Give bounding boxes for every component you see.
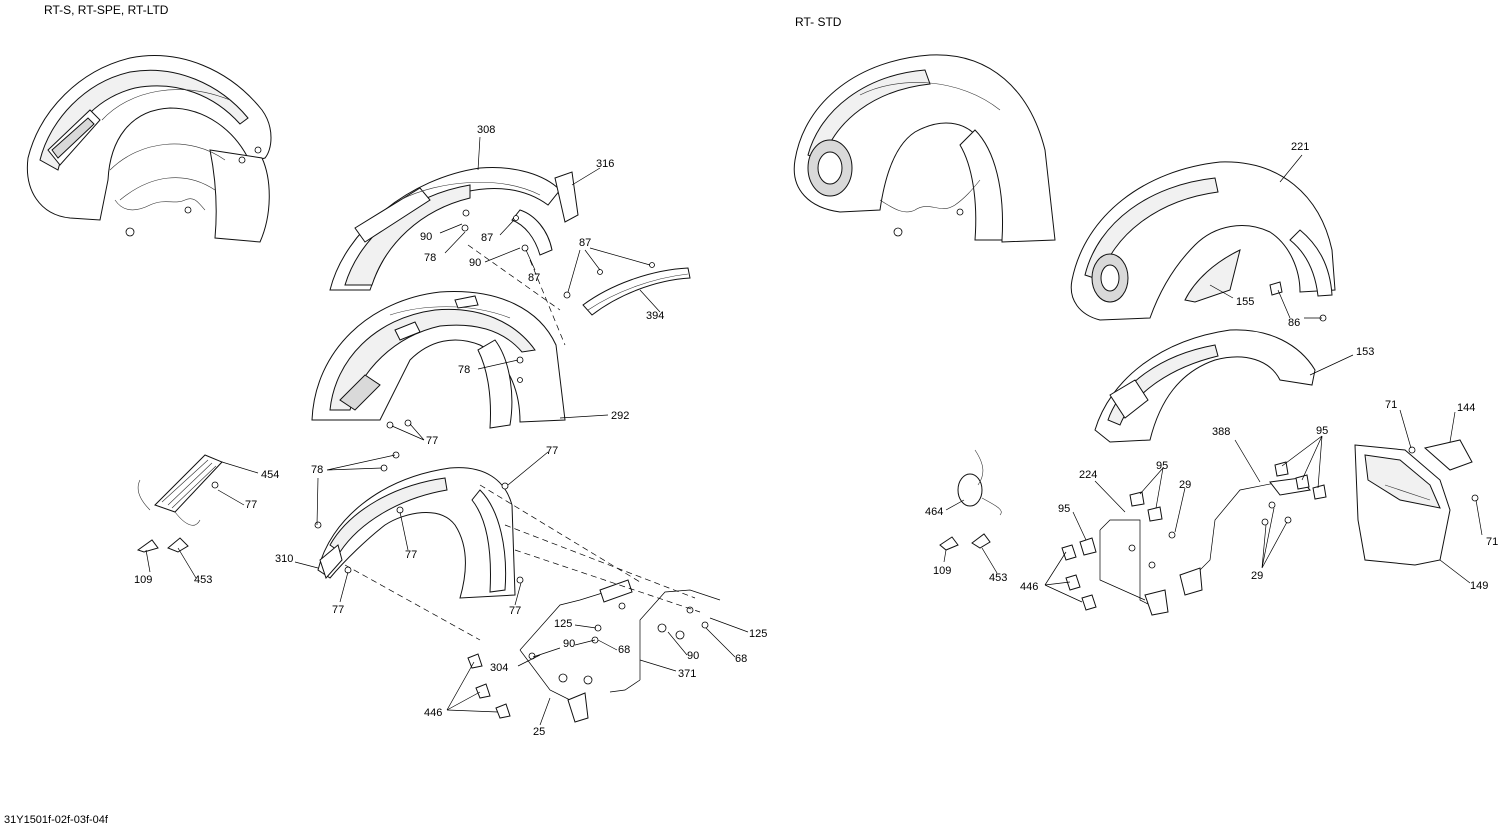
side-panel bbox=[1354, 444, 1451, 566]
standard-fender-shell bbox=[1070, 161, 1336, 321]
callout-95: 95 bbox=[1058, 503, 1070, 515]
callout-224: 224 bbox=[1079, 469, 1097, 481]
callout-77: 77 bbox=[405, 549, 417, 561]
support-bracket-assembly bbox=[519, 579, 721, 723]
callout-221: 221 bbox=[1291, 141, 1309, 153]
callout-77: 77 bbox=[426, 435, 438, 447]
callout-109: 109 bbox=[134, 574, 152, 586]
callout-90: 90 bbox=[420, 231, 432, 243]
light-strip-assembly bbox=[137, 454, 223, 526]
upper-fender-cover bbox=[329, 166, 561, 291]
callout-125: 125 bbox=[749, 628, 767, 640]
callout-371: 371 bbox=[678, 668, 696, 680]
callout-454: 454 bbox=[261, 469, 279, 481]
callout-446: 446 bbox=[424, 707, 442, 719]
callout-90: 90 bbox=[563, 638, 575, 650]
callout-453: 453 bbox=[194, 574, 212, 586]
left-fasteners bbox=[211, 209, 709, 685]
callout-310: 310 bbox=[275, 553, 293, 565]
callout-71: 71 bbox=[1385, 399, 1397, 411]
right-small-hardware bbox=[939, 281, 1327, 611]
callout-464: 464 bbox=[925, 506, 943, 518]
callout-87: 87 bbox=[481, 232, 493, 244]
callout-155: 155 bbox=[1236, 296, 1254, 308]
end-trim-piece bbox=[554, 171, 579, 223]
figure-code: 31Y1501f-02f-03f-04f bbox=[4, 814, 108, 826]
lens-cover bbox=[1423, 439, 1473, 471]
assembled-fender-standard bbox=[793, 54, 1056, 243]
right-leader-lines bbox=[943, 154, 1483, 603]
callout-446: 446 bbox=[1020, 581, 1038, 593]
callout-144: 144 bbox=[1457, 402, 1475, 414]
callout-316: 316 bbox=[596, 158, 614, 170]
left-leader-lines bbox=[145, 136, 749, 726]
left-assembly-guides bbox=[344, 244, 701, 641]
callout-86: 86 bbox=[1288, 317, 1300, 329]
callout-77: 77 bbox=[509, 605, 521, 617]
callout-95: 95 bbox=[1156, 460, 1168, 472]
callout-90: 90 bbox=[469, 257, 481, 269]
callout-77: 77 bbox=[245, 499, 257, 511]
callout-71: 71 bbox=[1486, 536, 1498, 548]
callout-77: 77 bbox=[332, 604, 344, 616]
callout-149: 149 bbox=[1470, 580, 1488, 592]
assembled-fender-deluxe bbox=[26, 55, 272, 243]
callout-453: 453 bbox=[989, 572, 1007, 584]
callout-109: 109 bbox=[933, 565, 951, 577]
callout-numbers: 308 316 90 87 78 90 87 87 394 78 292 77 … bbox=[134, 124, 1498, 738]
callout-77: 77 bbox=[546, 445, 558, 457]
right-fasteners bbox=[1128, 314, 1479, 569]
round-light-assembly bbox=[957, 449, 1002, 516]
fender-liner bbox=[317, 467, 516, 599]
standard-fender-liner bbox=[1094, 329, 1316, 443]
callout-308: 308 bbox=[477, 124, 495, 136]
callout-87: 87 bbox=[528, 272, 540, 284]
right-group-title: RT- STD bbox=[795, 15, 842, 29]
callout-78: 78 bbox=[424, 252, 436, 264]
callout-125: 125 bbox=[554, 618, 572, 630]
callout-29: 29 bbox=[1251, 570, 1263, 582]
rail-trim-piece bbox=[582, 267, 691, 316]
callout-153: 153 bbox=[1356, 346, 1374, 358]
callout-90: 90 bbox=[687, 650, 699, 662]
callout-68: 68 bbox=[618, 644, 630, 656]
fender-body bbox=[311, 291, 566, 429]
callout-292: 292 bbox=[611, 410, 629, 422]
callout-29: 29 bbox=[1179, 479, 1191, 491]
callout-78: 78 bbox=[311, 464, 323, 476]
left-group-title: RT-S, RT-SPE, RT-LTD bbox=[44, 3, 169, 17]
left-small-hardware bbox=[136, 537, 511, 719]
callout-304: 304 bbox=[490, 662, 508, 674]
callout-388: 388 bbox=[1212, 426, 1230, 438]
callout-25: 25 bbox=[533, 726, 545, 738]
callout-78: 78 bbox=[458, 364, 470, 376]
callout-95: 95 bbox=[1316, 425, 1328, 437]
callout-68: 68 bbox=[735, 653, 747, 665]
callout-394: 394 bbox=[646, 310, 664, 322]
callout-87: 87 bbox=[579, 237, 591, 249]
